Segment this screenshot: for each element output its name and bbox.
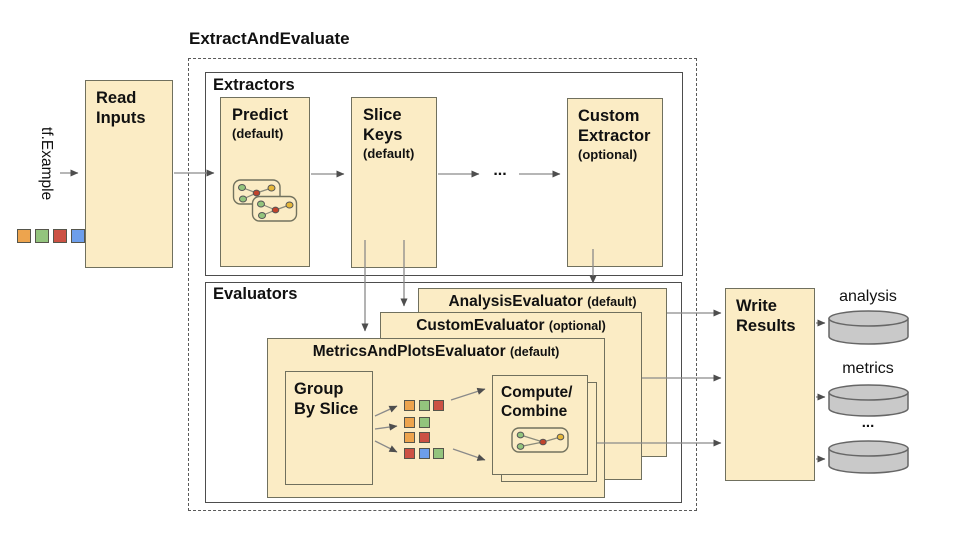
write-results-box: Write Results <box>725 288 815 481</box>
slice-square-green <box>418 416 430 428</box>
predict-title: Predict (default) <box>221 98 309 142</box>
output-cylinders <box>828 310 909 474</box>
extractors-ellipsis: ... <box>493 162 507 179</box>
custom-extractor-qualifier: (optional) <box>578 147 638 162</box>
analysis-evaluator-qualifier: (default) <box>587 295 637 309</box>
group-by-slice-box: Group By Slice <box>285 371 373 485</box>
slice-square-orange <box>404 431 416 443</box>
slice-square-orange <box>404 416 416 428</box>
group-by-slice-title: Group By Slice <box>286 372 372 419</box>
input-square-blue <box>71 229 85 243</box>
predict-extractor-box: Predict (default) <box>220 97 310 267</box>
input-square-orange <box>17 229 31 243</box>
compute-combine-line2: Combine <box>501 403 568 420</box>
custom-extractor-line1: Custom <box>578 107 640 125</box>
custom-evaluator-title: CustomEvaluator (optional) <box>381 317 641 335</box>
metrics-evaluator-qualifier: (default) <box>509 345 560 359</box>
analysis-db-cylinder <box>828 310 909 345</box>
read-inputs-line1: Read <box>96 89 137 107</box>
tf-example-label: tf.Example <box>38 127 55 201</box>
analysis-output-label: analysis <box>839 288 897 305</box>
slice-square-green <box>418 400 430 412</box>
analysis-evaluator-title: AnalysisEvaluator (default) <box>419 293 666 311</box>
slice-square-green <box>433 447 445 459</box>
write-results-title: Write Results <box>726 289 814 336</box>
write-results-line1: Write <box>736 297 777 315</box>
metrics-output-label: metrics <box>842 360 894 377</box>
metrics-evaluator-title: MetricsAndPlotsEvaluator (default) <box>268 343 604 361</box>
extractors-label: Extractors <box>213 76 295 94</box>
more-outputs-label: ... <box>861 414 875 431</box>
slice-keys-line2: Keys <box>363 126 403 144</box>
slice-keys-line1: Slice <box>363 106 402 124</box>
compute-combine-title: Compute/ Combine <box>493 376 587 421</box>
predict-name: Predict <box>232 106 288 124</box>
custom-extractor-box: Custom Extractor (optional) <box>567 98 663 267</box>
metrics-evaluator-name: MetricsAndPlotsEvaluator <box>312 343 506 360</box>
group-by-slice-line2: By Slice <box>294 400 359 418</box>
custom-evaluator-qualifier: (optional) <box>548 319 606 333</box>
slice-square-red <box>433 400 445 412</box>
input-square-green <box>35 229 49 243</box>
analysis-evaluator-name: AnalysisEvaluator <box>448 293 583 310</box>
pipeline-title: ExtractAndEvaluate <box>189 29 350 48</box>
predict-qualifier: (default) <box>232 126 284 141</box>
custom-extractor-title: Custom Extractor (optional) <box>568 99 662 163</box>
group-by-slice-line1: Group <box>294 380 344 398</box>
evaluators-label: Evaluators <box>213 285 298 303</box>
slice-square-red <box>404 447 416 459</box>
input-square-red <box>53 229 67 243</box>
more-db-cylinder <box>828 440 909 474</box>
read-inputs-box: Read Inputs <box>85 80 173 268</box>
slice-keys-title: Slice Keys (default) <box>352 98 436 162</box>
pipeline-dashed-container <box>188 58 697 511</box>
slice-keys-extractor-box: Slice Keys (default) <box>351 97 437 268</box>
read-inputs-line2: Inputs <box>96 109 146 127</box>
compute-combine-box: Compute/ Combine <box>492 375 588 475</box>
read-inputs-title: Read Inputs <box>86 81 172 128</box>
custom-evaluator-name: CustomEvaluator <box>416 317 545 334</box>
write-results-line2: Results <box>736 317 796 335</box>
slice-keys-qualifier: (default) <box>363 146 415 161</box>
slice-square-blue <box>418 447 430 459</box>
slice-square-red <box>418 431 430 443</box>
slice-square-orange <box>404 400 416 412</box>
metrics-db-cylinder <box>828 384 909 417</box>
custom-extractor-line2: Extractor <box>578 127 651 145</box>
compute-combine-line1: Compute/ <box>501 384 573 401</box>
